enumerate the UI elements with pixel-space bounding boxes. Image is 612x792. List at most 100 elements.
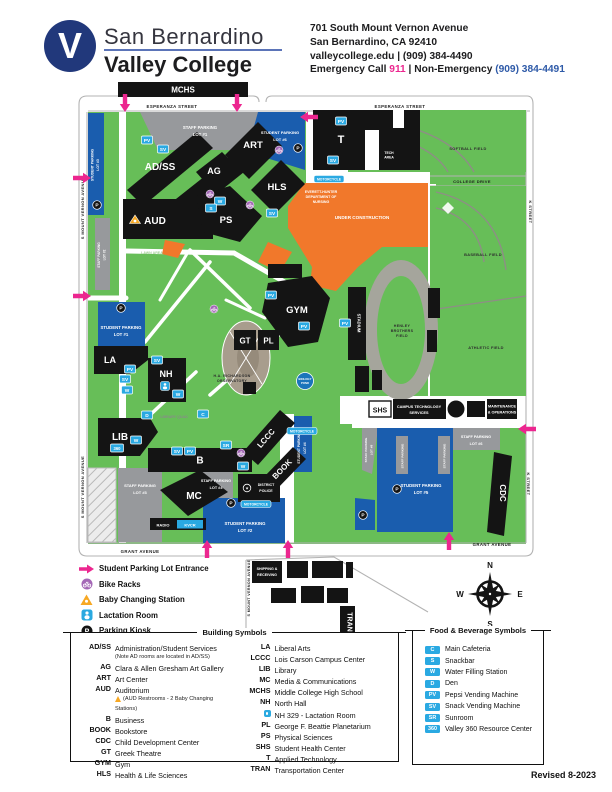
- student-entrance-arrow: [201, 540, 213, 558]
- staff-lot-1: [140, 112, 262, 150]
- svg-text:S MOUNT VERNON AVENUE: S MOUNT VERNON AVENUE: [80, 456, 85, 518]
- svg-text:PL: PL: [263, 337, 273, 346]
- svg-text:P: P: [95, 203, 99, 209]
- building-symbol-row: SHS Student Health Center: [255, 741, 346, 753]
- svg-text:& OPERATIONS: & OPERATIONS: [488, 411, 517, 415]
- police-badge-icon: ★: [242, 483, 252, 493]
- construction-zones: [87, 183, 428, 543]
- svg-text:NURSING: NURSING: [313, 200, 330, 204]
- svg-text:PV: PV: [268, 293, 275, 299]
- svg-text:LOT #5: LOT #5: [414, 490, 429, 495]
- pv-badge: PV: [265, 290, 277, 300]
- svg-text:ATHLETIC FIELD: ATHLETIC FIELD: [468, 345, 503, 350]
- svg-text:PV: PV: [301, 324, 308, 330]
- student-lot-3: [88, 113, 104, 215]
- building-mc: [160, 470, 228, 516]
- bike-racks-icon: [274, 145, 284, 155]
- svg-text:LOT #1: LOT #1: [193, 132, 208, 137]
- sv-badge: SV: [151, 355, 163, 365]
- svg-text:STUDENT PARKING: STUDENT PARKING: [297, 432, 301, 464]
- revision-date: Revised 8-2023: [531, 770, 597, 780]
- svg-text:C: C: [201, 412, 205, 418]
- food-beverage-rows: C Main Cafeteria S Snackbar W Water Fill…: [413, 640, 543, 735]
- compass-w: W: [456, 590, 464, 599]
- building-symbol-row: T Applied Technology: [266, 752, 337, 764]
- building-symbol-row: PL George F. Beattie Planetarium: [261, 719, 371, 731]
- svg-text:SV: SV: [174, 449, 181, 455]
- sv-badge: SV: [266, 208, 278, 218]
- web-phone: valleycollege.edu | (909) 384-4490: [310, 50, 473, 62]
- building-symbol-row: CDC Child Development Center: [95, 735, 200, 747]
- logo-underline: [104, 49, 282, 51]
- student-entrance-arrow: [73, 290, 91, 302]
- svg-text:P: P: [229, 501, 233, 507]
- svg-text:H.A. RICHARDSON: H.A. RICHARDSON: [213, 374, 250, 378]
- svg-text:360: 360: [114, 446, 122, 451]
- legend-entrance: Student Parking Lot Entrance: [78, 561, 258, 577]
- staff-lot-8: [362, 428, 378, 474]
- entrance-arrow-icon: [78, 564, 95, 574]
- bike-racks-icon: [245, 200, 255, 210]
- svg-text:AUD: AUD: [144, 216, 166, 227]
- svg-text:HLS: HLS: [268, 182, 287, 193]
- motorcycle-badge: MOTORCYCLE: [313, 175, 345, 183]
- address-line1: 701 South Mount Vernon Avenue: [310, 23, 469, 34]
- svg-text:ESPERANZA STREET: ESPERANZA STREET: [147, 104, 198, 109]
- svg-text:MAINTENANCE: MAINTENANCE: [488, 405, 517, 409]
- svg-text:D: D: [145, 413, 149, 419]
- mchs-label: MCHS: [171, 86, 195, 95]
- building-adss: [127, 132, 213, 206]
- building-symbol-row: BOOK Bookstore: [89, 724, 148, 736]
- baby-changing-icon: [115, 695, 121, 702]
- food-symbol-row: 360 Valley 360 Resource Center: [425, 724, 543, 735]
- building-lccc: [243, 410, 295, 465]
- building-symbol-row: GT Greek Theatre: [101, 746, 162, 758]
- emergency-number: 911: [389, 64, 406, 76]
- compass-e: E: [517, 590, 523, 599]
- svg-text:RECEIVING: RECEIVING: [257, 573, 277, 577]
- 360-badge: 360: [110, 443, 124, 453]
- staff-lot-6: [453, 428, 500, 450]
- c-badge: C: [197, 409, 209, 419]
- svg-text:POND: POND: [301, 381, 309, 385]
- parking-kiosk-icon: P: [293, 143, 303, 153]
- building-gt-box: [234, 330, 256, 350]
- svg-text:LOT #3: LOT #3: [133, 490, 147, 495]
- building-art: [225, 122, 282, 179]
- w-badge: W: [121, 385, 133, 395]
- sv-badge: SV: [157, 144, 169, 154]
- svg-text:PV: PV: [338, 119, 345, 125]
- building-symbol-row: B Business: [105, 713, 145, 725]
- food-symbol-row: C Main Cafeteria: [425, 644, 543, 655]
- map-labels: MCHS ESPERANZA STREET ESPERANZA STREET C…: [80, 86, 533, 632]
- building-symbol-row: AUD Auditorium(AUD Restrooms - 2 Baby Ch…: [95, 684, 214, 712]
- svg-text:W: W: [176, 392, 181, 398]
- svg-text:MOTORCYCLE: MOTORCYCLE: [244, 502, 269, 506]
- svg-text:PV: PV: [342, 321, 349, 327]
- svg-text:SR: SR: [223, 443, 230, 449]
- svg-text:LOT #6: LOT #6: [273, 137, 287, 142]
- bike-racks-icon: [205, 189, 215, 199]
- staff-lot-3: [118, 468, 162, 542]
- building-symbol-row: MCHS Middle College High School: [249, 686, 363, 698]
- student-entrance-arrow: [73, 172, 91, 184]
- building-symbol-row: MC Media & Communications: [259, 675, 357, 687]
- svg-text:SV: SV: [269, 211, 276, 217]
- svg-text:AD/SS: AD/SS: [145, 162, 176, 173]
- building-symbol-row: LCCC Lois Carson Campus Center: [250, 653, 366, 665]
- building-symbol-row: GYM Gym: [94, 758, 131, 770]
- svg-text:SV: SV: [154, 358, 161, 364]
- parking-kiosk-icon: P: [92, 200, 102, 210]
- svg-text:LOT #2: LOT #2: [103, 249, 107, 260]
- svg-text:STUDENT PARKING: STUDENT PARKING: [225, 521, 267, 526]
- svg-text:LOT #6: LOT #6: [470, 442, 483, 446]
- svg-text:MOTORCYCLE: MOTORCYCLE: [290, 429, 315, 433]
- svg-text:W: W: [218, 199, 223, 205]
- svg-text:LOT #4: LOT #4: [303, 442, 307, 453]
- sv-badge: SV: [119, 374, 131, 384]
- building-symbol-row: AG Clara & Allen Gresham Art Gallery: [100, 662, 224, 674]
- food-symbol-row: D Den: [425, 678, 543, 689]
- building-symbols-title: Building Symbols: [63, 628, 407, 637]
- svg-text:PS: PS: [220, 215, 233, 226]
